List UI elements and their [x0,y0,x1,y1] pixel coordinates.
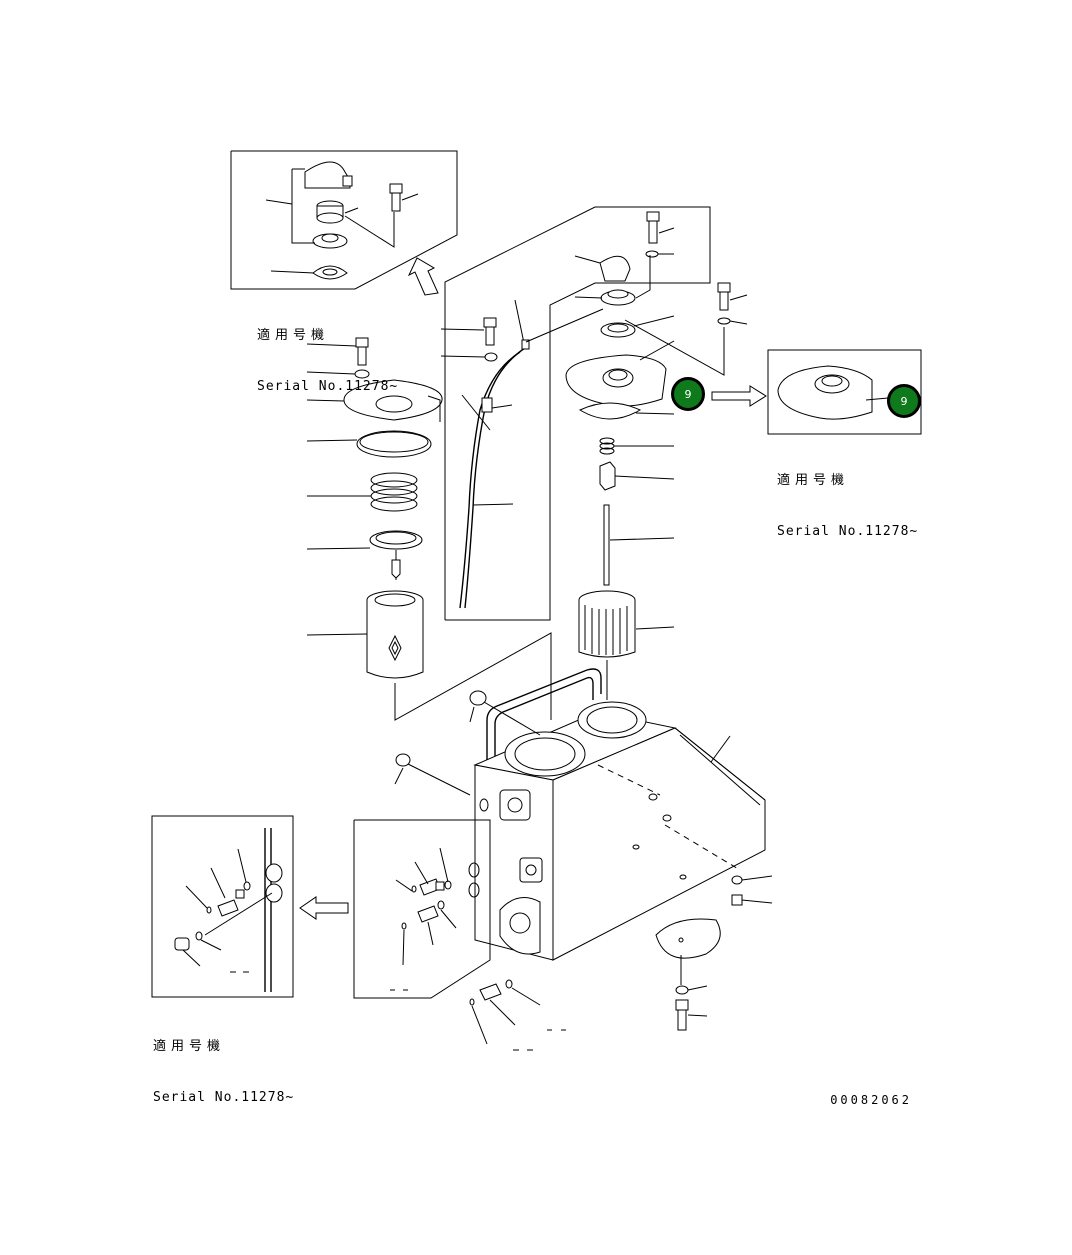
caption-top-left: 適用号機 Serial No.11278~ [257,293,398,412]
bottom-fittings [353,819,566,1051]
caption-right: 適用号機 Serial No.11278~ [777,438,918,557]
applicable-label: 適用号機 [153,1039,226,1054]
applicable-label: 適用号機 [777,473,850,488]
serial-number: Serial No.11278~ [257,379,399,394]
drain-plate-group [655,875,773,1031]
part-badge[interactable]: 9 [887,384,921,418]
serial-number: Serial No.11278~ [153,1090,295,1105]
return-filter-column [306,337,552,721]
part-badge[interactable]: 9 [671,377,705,411]
applicable-label: 適用号機 [257,328,330,343]
suction-filter-column [565,282,767,700]
inset-breather-cap [230,150,458,296]
serial-number: Serial No.11278~ [777,524,919,539]
breather-dipstick-group [440,206,711,621]
hydraulic-tank [394,668,766,961]
inset-cover-plate [767,349,922,435]
inset-fittings [151,815,349,998]
caption-bottom-left: 適用号機 Serial No.11278~ [153,1004,294,1123]
document-number: 00082062 [830,1093,912,1107]
